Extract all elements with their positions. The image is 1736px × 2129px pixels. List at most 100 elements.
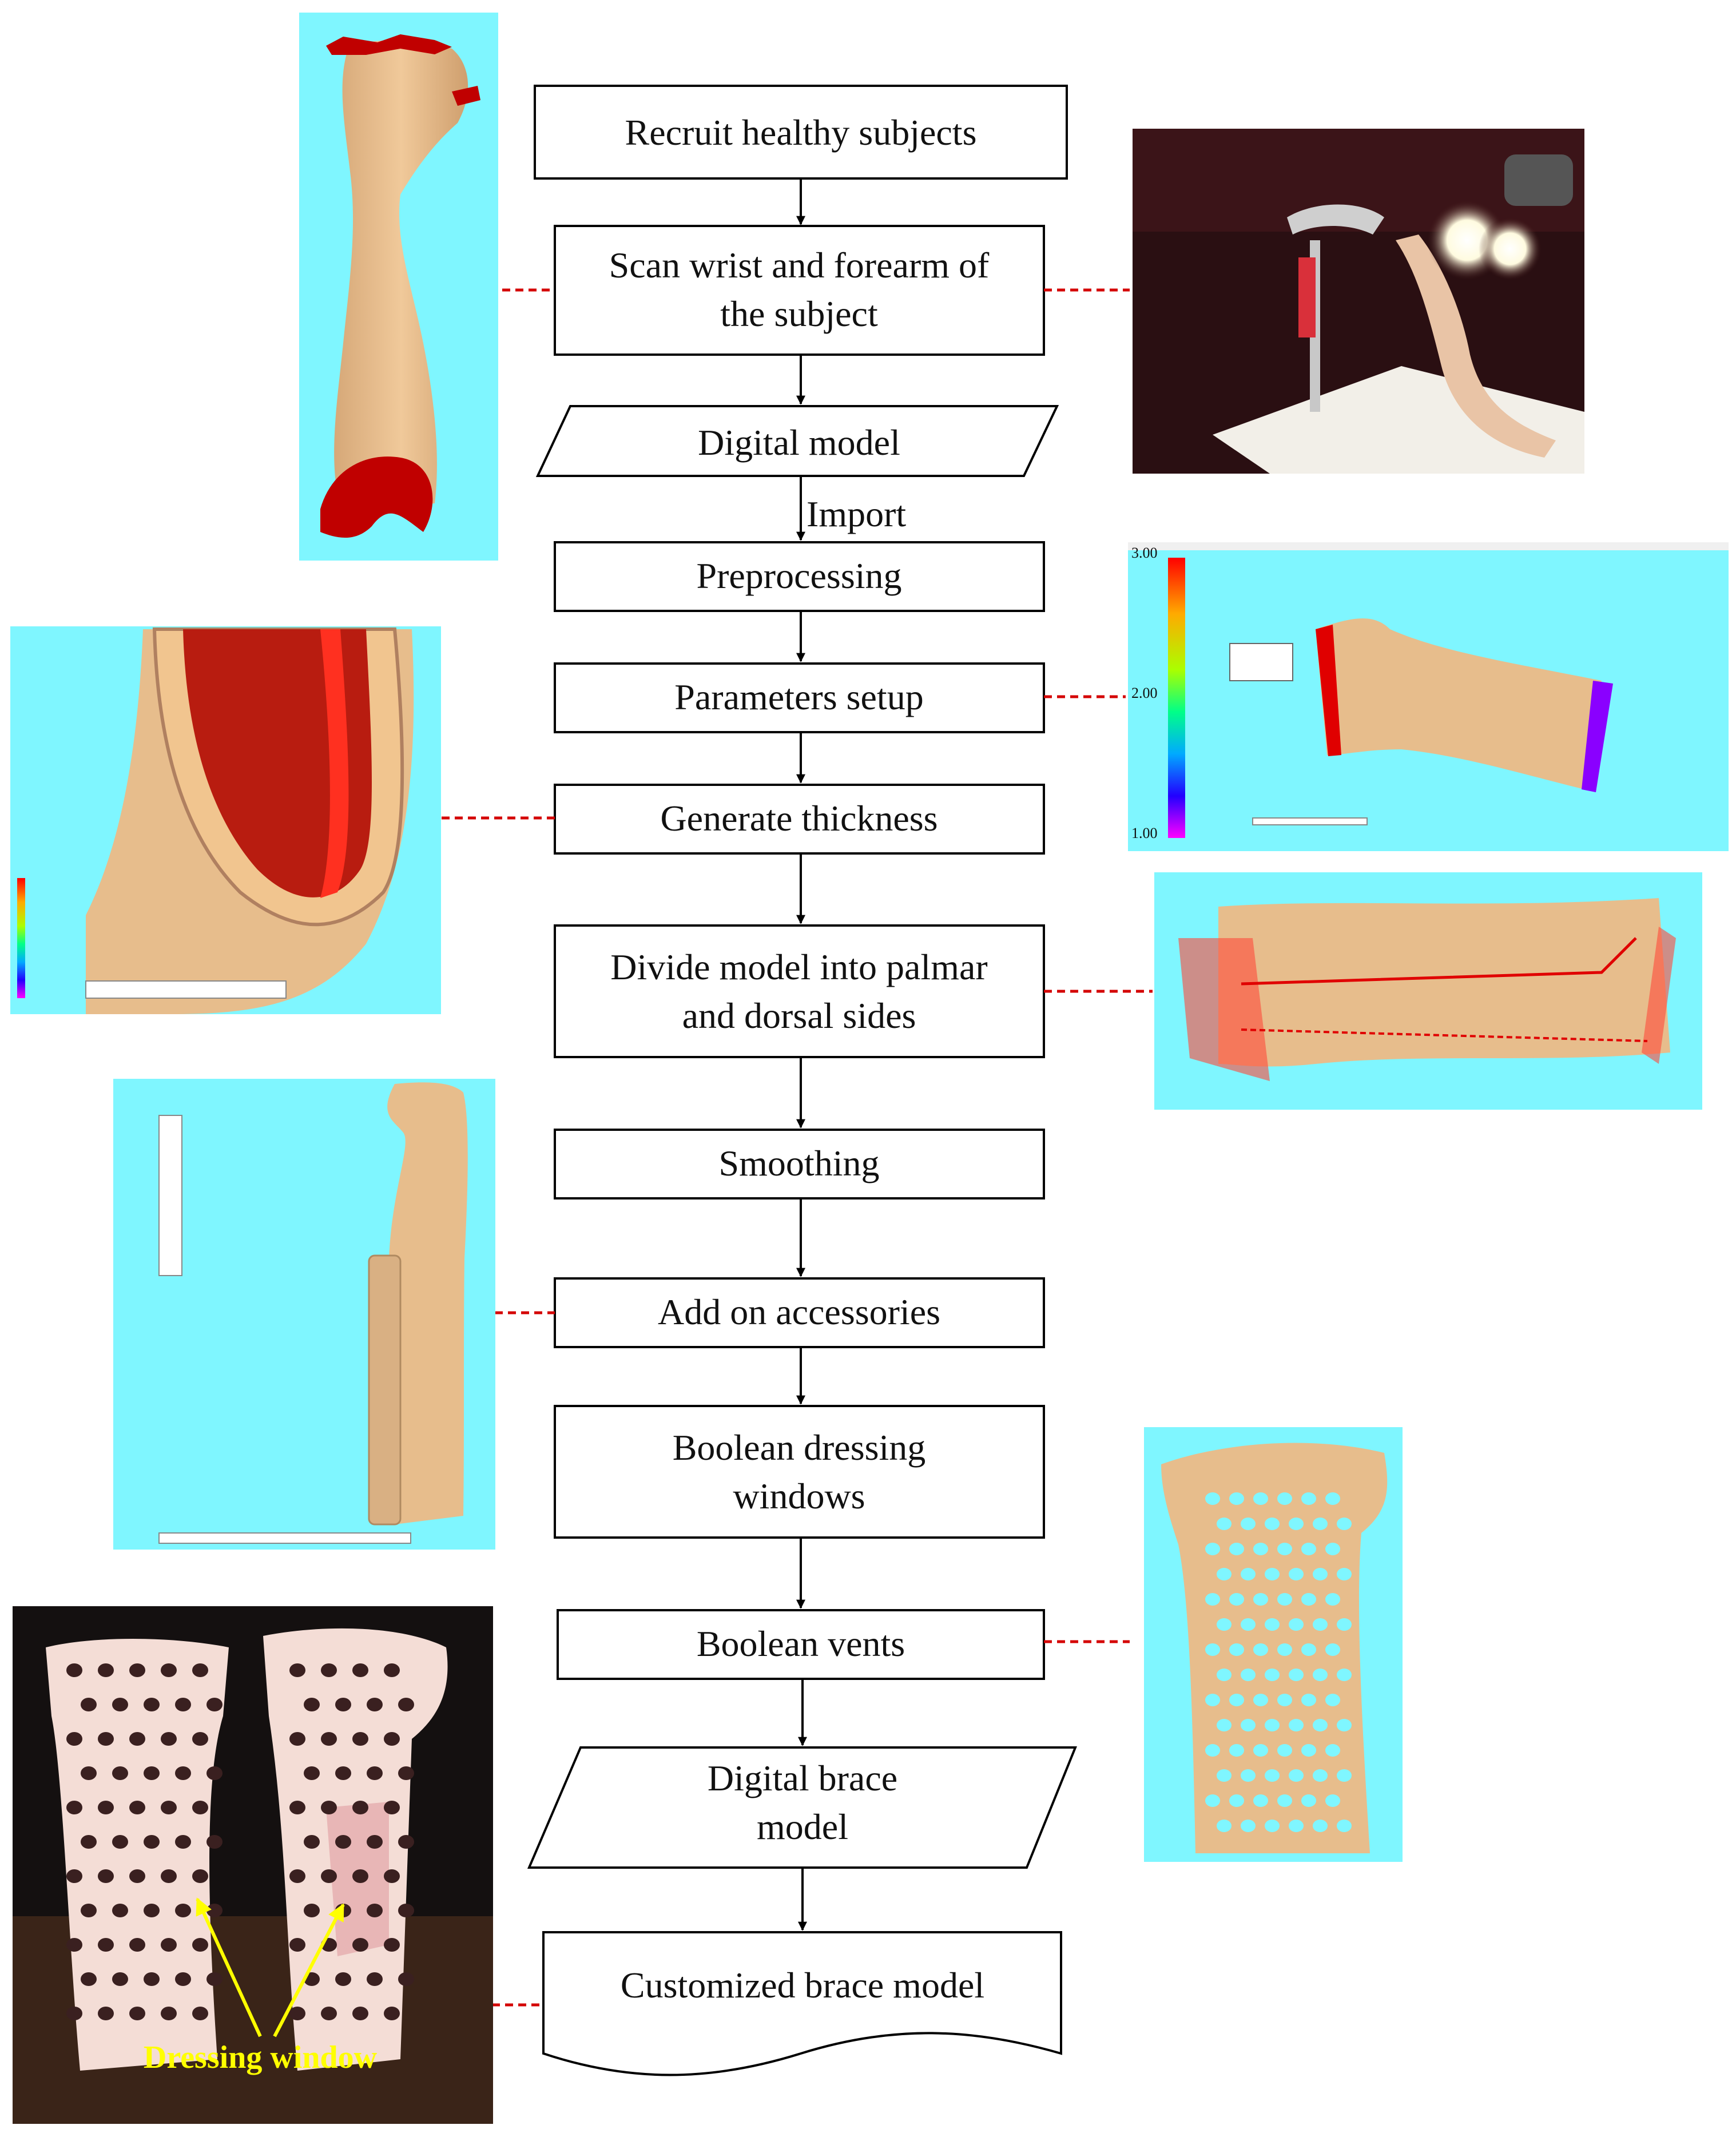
photo-vent-hole — [66, 1663, 82, 1677]
node-scan-label-2: the subject — [720, 293, 878, 334]
photo-vent-hole — [398, 1766, 414, 1780]
vent-hole — [1301, 1694, 1316, 1706]
photo-vent-hole — [206, 1766, 223, 1780]
photo-vent-hole — [321, 1663, 337, 1677]
photo-vent-hole — [66, 1732, 82, 1746]
photo-vent-hole — [384, 1732, 400, 1746]
node-scan-label-1: Scan wrist and forearm of — [609, 245, 990, 285]
node-parameters: Parameters setup — [554, 662, 1045, 733]
vent-hole — [1337, 1568, 1352, 1580]
photo-vent-hole — [161, 1869, 177, 1883]
vent-hole — [1229, 1543, 1244, 1555]
hand-cut-cap — [326, 34, 452, 55]
photo-vent-hole — [352, 2007, 368, 2020]
photo-vent-hole — [81, 1698, 97, 1711]
vent-hole — [1289, 1719, 1304, 1731]
node-digital-model-label: Digital model — [698, 422, 900, 463]
node-boolean-dressing-label-2: windows — [733, 1476, 865, 1516]
vent-hole — [1241, 1618, 1256, 1631]
color-scale-min: 1.00 — [1131, 825, 1158, 841]
accessories-arm-model — [387, 1082, 468, 1524]
photo-vent-hole — [161, 1801, 177, 1814]
vent-hole — [1277, 1492, 1292, 1505]
node-recruit-label: Recruit healthy subjects — [625, 112, 977, 153]
vent-hole — [1265, 1719, 1280, 1731]
photo-vent-hole — [144, 1972, 160, 1986]
vent-hole — [1241, 1719, 1256, 1731]
photo-vent-hole — [161, 1732, 177, 1746]
photo-vent-hole — [321, 2007, 337, 2020]
photo-vent-hole — [98, 1869, 114, 1883]
vent-hole — [1277, 1593, 1292, 1606]
photo-vent-hole — [206, 1698, 223, 1711]
photo-vent-hole — [367, 1766, 383, 1780]
node-divide-label-1: Divide model into palmar — [610, 947, 987, 987]
scanner-lamp-2 — [1479, 217, 1542, 280]
node-parameters-label: Parameters setup — [674, 677, 923, 717]
photo-vent-hole — [289, 1732, 305, 1746]
photo-vent-hole — [98, 2007, 114, 2020]
vent-hole — [1277, 1694, 1292, 1706]
accessory-strap-bracket — [368, 1254, 402, 1526]
arm-scan-shape — [334, 40, 468, 515]
photo-vent-hole — [206, 1904, 223, 1917]
node-boolean-dressing-label-1: Boolean dressing — [673, 1427, 926, 1468]
photo-vent-hole — [112, 1904, 128, 1917]
vent-hole — [1253, 1593, 1268, 1606]
photo-vent-hole — [192, 1801, 208, 1814]
vent-hole — [1313, 1769, 1328, 1782]
node-customized-label: Customized brace model — [621, 1965, 984, 2005]
vent-hole — [1241, 1820, 1256, 1832]
vent-hole — [1229, 1643, 1244, 1656]
vent-hole — [1325, 1643, 1340, 1656]
photo-vent-hole — [206, 1972, 223, 1986]
photo-vent-hole — [367, 1835, 383, 1849]
photo-vent-hole — [192, 2007, 208, 2020]
vent-hole — [1313, 1568, 1328, 1580]
vent-hole — [1301, 1492, 1316, 1505]
scanning-table — [1213, 366, 1584, 474]
photo-vent-hole — [129, 1801, 145, 1814]
photo-vent-hole — [161, 1938, 177, 1952]
vent-hole — [1205, 1593, 1220, 1606]
vent-hole — [1265, 1820, 1280, 1832]
vent-hole — [1325, 1593, 1340, 1606]
photo-vent-hole — [335, 1698, 351, 1711]
wrist-holder — [1287, 204, 1384, 235]
vent-hole — [1241, 1568, 1256, 1580]
vent-hole — [1241, 1769, 1256, 1782]
vent-hole — [1313, 1820, 1328, 1832]
vent-hole — [1241, 1669, 1256, 1681]
vent-hole — [1337, 1820, 1352, 1832]
node-digital-brace-label-1: Digital brace — [708, 1758, 897, 1798]
photo-vent-hole — [304, 1766, 320, 1780]
photo-vent-hole — [175, 1766, 191, 1780]
vent-hole — [1229, 1492, 1244, 1505]
photo-vent-hole — [352, 1732, 368, 1746]
photo-vent-hole — [384, 1801, 400, 1814]
panel-divide — [1154, 872, 1702, 1110]
vent-hole — [1229, 1744, 1244, 1757]
panel-printed-brace: Dressing window — [13, 1606, 493, 2124]
vent-hole — [1205, 1794, 1220, 1807]
vent-hole — [1253, 1794, 1268, 1807]
node-divide: Divide model into palmar and dorsal side… — [554, 924, 1045, 1058]
photo-vent-hole — [289, 1869, 305, 1883]
dressing-window-label: Dressing window — [144, 2040, 378, 2075]
vent-hole — [1337, 1769, 1352, 1782]
photo-vent-hole — [384, 2007, 400, 2020]
photo-vent-hole — [129, 1938, 145, 1952]
vent-hole — [1241, 1518, 1256, 1530]
node-digital-model: Digital model — [535, 405, 1059, 477]
photo-vent-hole — [289, 1938, 305, 1952]
photo-vent-hole — [175, 1972, 191, 1986]
photo-vent-hole — [81, 1835, 97, 1849]
photo-vent-hole — [304, 1904, 320, 1917]
vent-hole — [1289, 1568, 1304, 1580]
photo-vent-hole — [384, 1869, 400, 1883]
photo-vent-hole — [367, 1698, 383, 1711]
photo-vent-hole — [112, 1835, 128, 1849]
photo-vent-hole — [192, 1732, 208, 1746]
vent-hole — [1217, 1719, 1232, 1731]
